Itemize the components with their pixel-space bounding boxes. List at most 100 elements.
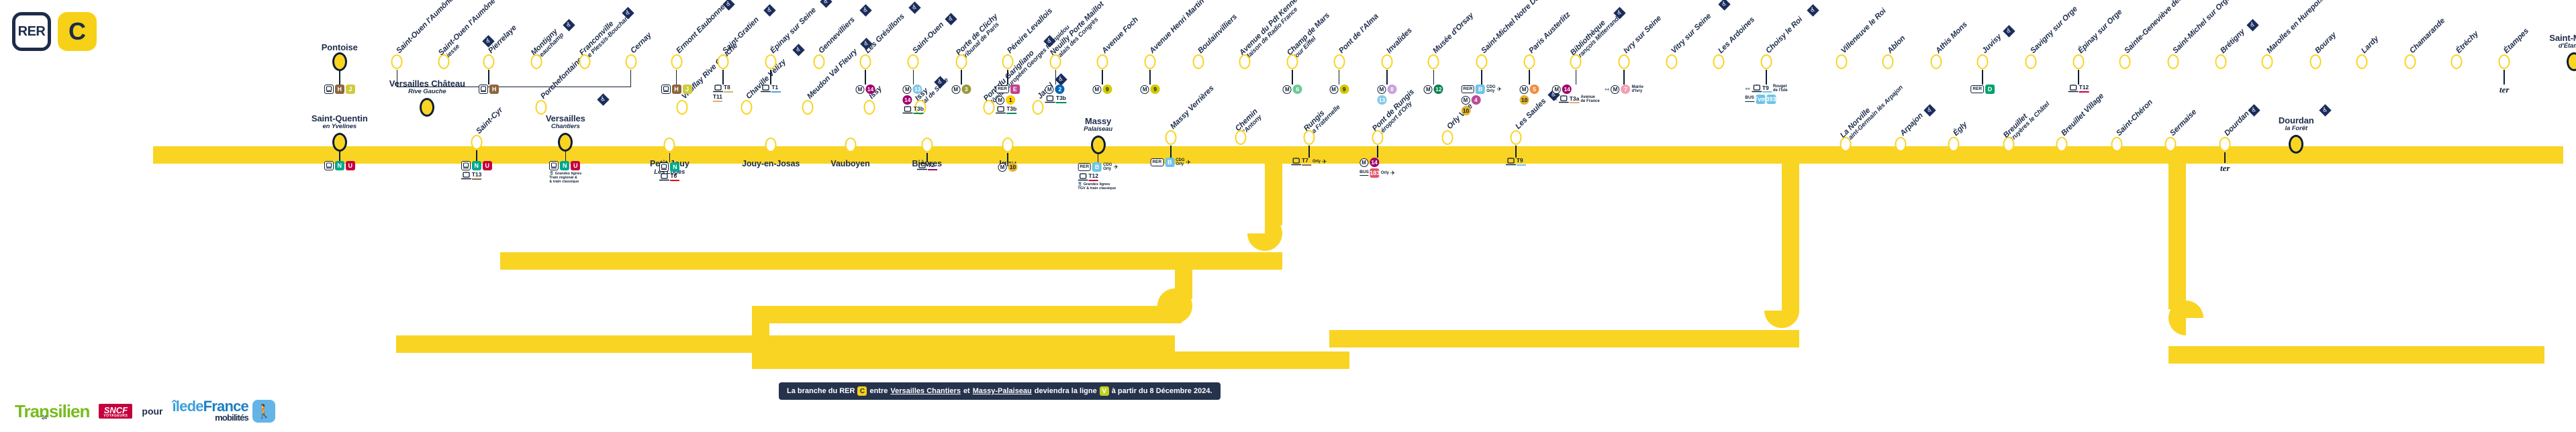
station-dot-les-ardoines[interactable]	[1713, 54, 1725, 69]
track-dourdan-riser	[2168, 155, 2186, 309]
station-dot-dourdan[interactable]	[2219, 137, 2231, 152]
station-dot-chemin-dantony[interactable]	[1235, 130, 1247, 145]
station-dot-orly-ville[interactable]	[1441, 130, 1453, 145]
station-dot-etampes[interactable]	[2498, 54, 2510, 69]
station-dot-porte-de-clichy[interactable]	[955, 54, 967, 69]
station-dot-choisy-le-roi[interactable]	[1760, 54, 1772, 69]
station-dot-massy-palaiseau[interactable]	[1090, 136, 1106, 154]
station-dot-bretigny[interactable]	[2215, 54, 2227, 69]
station-dot-vitry-sur-seine[interactable]	[1666, 54, 1678, 69]
station-dot-breuillet-village[interactable]	[2056, 137, 2068, 152]
station-dot-boulainvilliers[interactable]	[1192, 54, 1204, 69]
station-dot-saint-quentin-en-yvelines[interactable]	[332, 133, 347, 152]
station-dot-javel[interactable]	[1032, 100, 1044, 115]
station-dot-saint-martin-detampes[interactable]	[2567, 52, 2576, 71]
transfers-dourdan: ter	[2220, 163, 2230, 174]
station-dot-villeneuve-le-roi[interactable]	[1835, 54, 1848, 69]
station-dot-pierrelaye[interactable]	[483, 54, 495, 69]
station-dot-saint-michel-notre-dame[interactable]	[1476, 54, 1488, 69]
station-dot-invalides[interactable]	[1381, 54, 1393, 69]
station-label-saint-ouen: Saint-Ouen	[912, 21, 946, 55]
station-dot-porchefontaine[interactable]	[535, 100, 547, 115]
station-dot-athis-mons[interactable]	[1930, 54, 1942, 69]
station-dot-breuillet-bruyeres-le-chatel[interactable]	[2003, 137, 2015, 152]
station-dot-champ-de-mars[interactable]	[1286, 54, 1298, 69]
banner-line-v-icon: V	[1099, 386, 1109, 396]
station-subtitle: Chantiers	[551, 123, 580, 131]
station-dot-pereire-levallois[interactable]	[1002, 54, 1014, 69]
banner-link-versailles-chantiers[interactable]: Versailles Chantiers	[890, 387, 961, 395]
station-dot-epinay-sur-orge-1[interactable]	[2072, 54, 2085, 69]
station-dot-avenue-foch[interactable]	[1096, 54, 1108, 69]
station-dot-jouy-en-josas[interactable]	[765, 138, 777, 152]
station-label-etrechy: Étréchy	[2454, 30, 2480, 55]
station-dot-issy-val-de-seine[interactable]	[914, 100, 926, 115]
station-dot-vauboyen[interactable]	[845, 138, 857, 152]
station-dot-chamarande[interactable]	[2404, 54, 2416, 69]
station-dot-massy-verrieres[interactable]	[1165, 130, 1177, 145]
station-dot-bibliotheque-francois-mitterrand[interactable]	[1570, 54, 1582, 69]
station-dot-versailles-chateau-rive-gauche[interactable]	[420, 98, 435, 117]
station-dot-marolles-en-hurepoix[interactable]	[2261, 54, 2273, 69]
station-dot-epinay-sur-seine[interactable]	[765, 54, 777, 69]
station-dot-versailles-chantiers[interactable]	[558, 133, 573, 152]
station-dot-pont-de-rungis[interactable]	[1372, 130, 1384, 145]
station-dot-viroflay-rive-gauche[interactable]	[676, 100, 688, 115]
station-dot-sainte-genevieve-des-bois[interactable]	[2119, 54, 2131, 69]
station-dot-saint-ouen-laumone-liesse[interactable]	[438, 54, 450, 69]
station-label-sermaise: Sermaise	[2168, 108, 2198, 138]
station-name: Invalides	[1385, 26, 1414, 56]
station-dot-les-gresillons[interactable]	[859, 54, 871, 69]
station-dot-bievres[interactable]	[921, 138, 933, 152]
station-dot-pont-du-garigliano[interactable]	[983, 100, 995, 115]
station-dot-montigny-beauchamp[interactable]	[530, 54, 542, 69]
station-dot-saint-ouen-laumone[interactable]	[391, 54, 403, 69]
banner-link-massy-palaiseau[interactable]: Massy-Palaiseau	[972, 387, 1032, 395]
station-dot-petit-jouy-les-loges[interactable]	[663, 138, 675, 152]
station-dot-les-saules[interactable]	[1510, 130, 1522, 145]
station-dot-avenue-du-pdt-kennedy[interactable]	[1239, 54, 1251, 69]
station-dot-saint-gratien[interactable]	[717, 54, 729, 69]
station-label-jouy-en-josas: Jouy-en-Josas	[738, 159, 803, 169]
station-name: Choisy le Roi	[1764, 15, 1805, 56]
station-dot-musee-dorsay[interactable]	[1427, 54, 1439, 69]
station-dot-pontoise[interactable]	[332, 52, 347, 71]
wheelchair-glyph: ♿	[600, 96, 606, 103]
station-name: Pontoise	[321, 42, 358, 52]
station-dot-saint-cheron[interactable]	[2111, 137, 2123, 152]
station-dot-neuilly-porte-maillot[interactable]	[1049, 54, 1061, 69]
station-dot-arpajon[interactable]	[1895, 137, 1907, 152]
metro-icon: M	[855, 85, 865, 94]
station-dot-paris-austerlitz[interactable]	[1523, 54, 1535, 69]
station-dot-sermaise[interactable]	[2164, 137, 2177, 152]
station-dot-saint-ouen[interactable]	[907, 54, 919, 69]
station-dot-la-norville[interactable]	[1840, 137, 1852, 152]
station-dot-cernay[interactable]	[625, 54, 637, 69]
station-dot-chaville-velizy[interactable]	[741, 100, 753, 115]
station-dot-issy[interactable]	[863, 100, 875, 115]
station-dot-ablon[interactable]	[1882, 54, 1894, 69]
station-dot-ivry-sur-seine[interactable]	[1618, 54, 1630, 69]
station-dot-ermont-eaubonne[interactable]	[671, 54, 682, 69]
station-dot-etrechy[interactable]	[2450, 54, 2463, 69]
station-dot-juvisy[interactable]	[1976, 54, 1989, 69]
station-dot-egly[interactable]	[1948, 137, 1960, 152]
station-dot-meudon-val-fleury[interactable]	[802, 100, 814, 115]
station-dot-saint-cyr[interactable]	[471, 135, 483, 150]
station-dot-igny[interactable]	[1002, 138, 1014, 152]
station-dot-rungis-la-fraternelle[interactable]	[1303, 130, 1315, 145]
station-dot-franconville[interactable]	[579, 54, 591, 69]
station-dot-bouray[interactable]	[2309, 54, 2322, 69]
station-dot-saint-michel-sur-orge[interactable]	[2167, 54, 2179, 69]
station-dot-pont-de-lalma[interactable]	[1333, 54, 1345, 69]
station-dot-gennevilliers[interactable]	[813, 54, 825, 69]
station-dot-lardy[interactable]	[2356, 54, 2368, 69]
station-dot-avenue-henri-martin[interactable]	[1144, 54, 1156, 69]
station-dot-dourdan-la-foret[interactable]	[2289, 135, 2304, 154]
station-dot-savigny-sur-orge[interactable]	[2025, 54, 2037, 69]
